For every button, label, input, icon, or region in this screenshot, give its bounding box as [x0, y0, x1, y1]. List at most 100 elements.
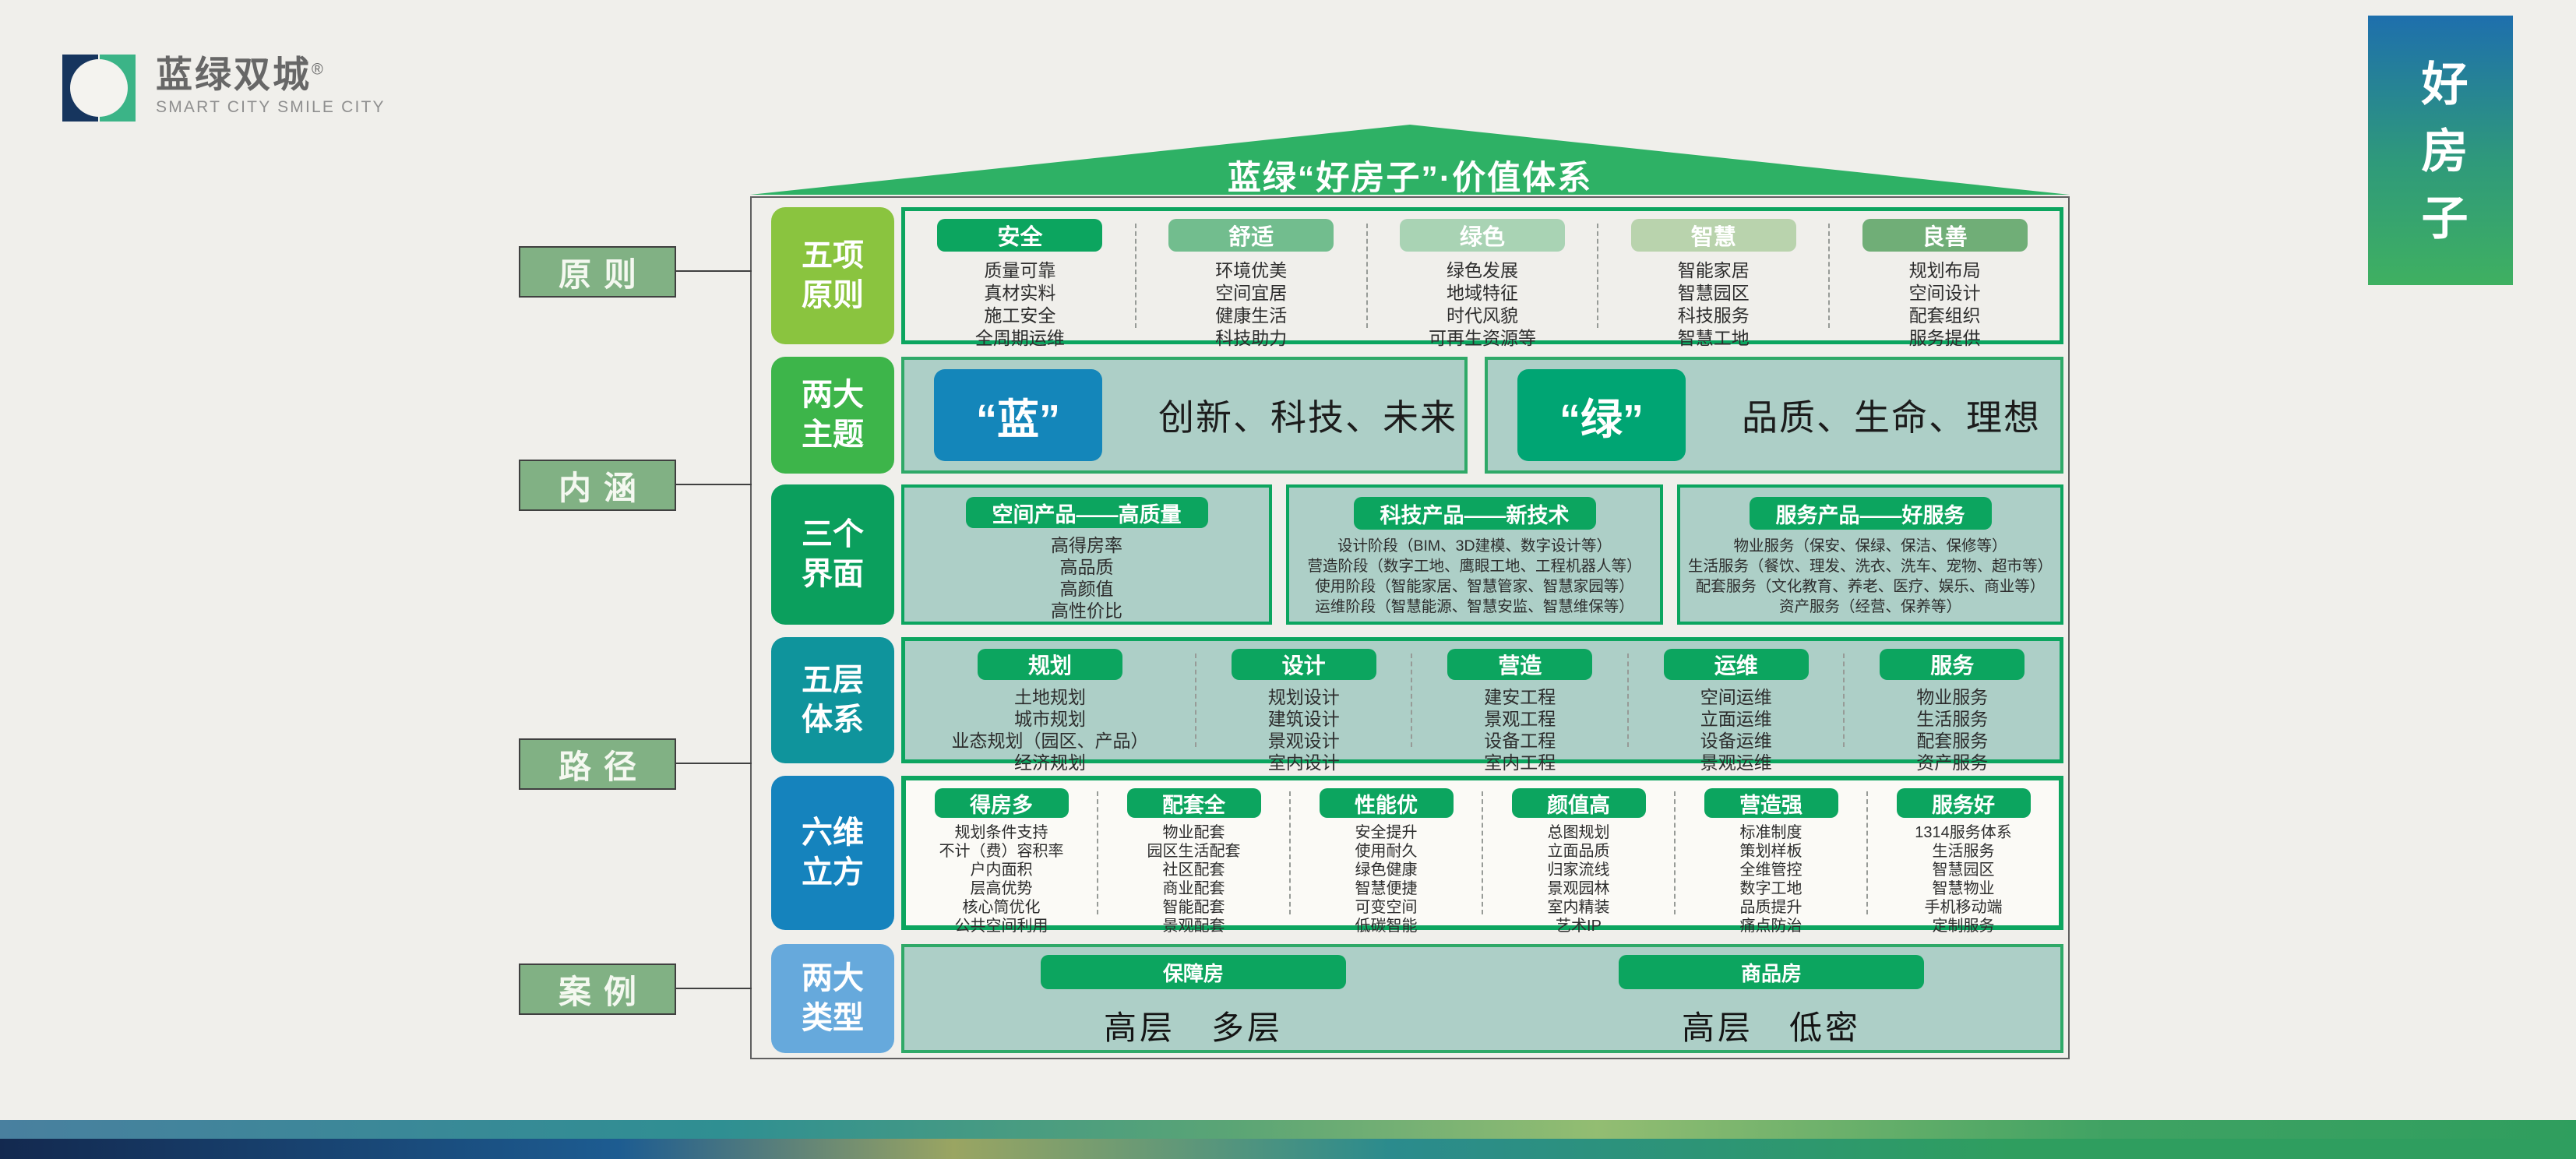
- type-pill: 保障房: [1041, 955, 1346, 989]
- cube-pill: 得房多: [934, 788, 1069, 818]
- cube-items: 规划条件支持 不计（费）容积率 户内面积 层高优势 核心筒优化 公共空间利用: [939, 824, 1064, 935]
- dashed-divider: [1843, 653, 1845, 747]
- principle-items: 规划布局 空间设计 配套组织 服务提供: [1908, 260, 1981, 348]
- interface-items: 高得房率 高品质 高颜值 高性价比: [1051, 535, 1122, 621]
- layer-pill: 营造: [1447, 649, 1593, 680]
- interface-items: 物业服务（保安、保绿、保洁、保修等） 生活服务（餐饮、理发、洗衣、洗车、宠物、超…: [1687, 537, 2053, 615]
- dashed-divider: [1828, 224, 1831, 328]
- principle-column: 安全 质量可靠 真材实料 施工安全 全周期运维: [905, 217, 1135, 348]
- logo-text: 蓝绿双城® SMART CITY SMILE CITY: [156, 55, 386, 117]
- cube-pill: 性能优: [1319, 788, 1454, 818]
- layer-column: 服务 物业服务 生活服务 配套服务 资产服务: [1845, 647, 2060, 773]
- bottom-gradient-bar-top: [0, 1120, 2576, 1139]
- type-half-commercial: 商品房 高层 低密: [1482, 947, 2060, 1050]
- cube-pill: 服务好: [1896, 788, 2031, 818]
- layer-pill: 规划: [977, 649, 1122, 680]
- dashed-divider: [1866, 791, 1868, 914]
- type-detail: 高层 低密: [1681, 1009, 1861, 1046]
- cube-items: 标准制度 策划样板 全维管控 数字工地 品质提升 痛点防治: [1739, 824, 1802, 935]
- layer-items: 物业服务 生活服务 配套服务 资产服务: [1916, 687, 1989, 773]
- dashed-divider: [1366, 224, 1368, 328]
- logo-subtitle: SMART CITY SMILE CITY: [156, 97, 386, 116]
- interface-items: 设计阶段（BIM、3D建模、数字设计等） 营造阶段（数字工地、鹰眼工地、工程机器…: [1307, 537, 1642, 615]
- cube-column: 配套全 物业配套 园区生活配套 社区配套 商业配套 智能配套 景观配套: [1098, 785, 1289, 935]
- dashed-divider: [1134, 224, 1136, 328]
- panel-theme-blue: “蓝” 创新、科技、未来: [901, 357, 1468, 474]
- layer-items: 空间运维 立面运维 设备运维 景观运维: [1700, 687, 1772, 773]
- principle-pill: 绿色: [1399, 219, 1565, 252]
- theme-text: 品质、生命、理想: [1742, 397, 2041, 438]
- layer-column: 设计 规划设计 建筑设计 景观设计 室内设计: [1196, 647, 1411, 773]
- panel-five-layers: 规划 土地规划 城市规划 业态规划（园区、产品） 经济规划 设计 规划设计 建筑…: [901, 637, 2063, 773]
- cube-pill: 营造强: [1704, 788, 1838, 818]
- bottom-gradient-bar-bottom: [0, 1139, 2576, 1159]
- interface-header: 服务产品——好服务: [1749, 497, 1992, 530]
- cube-items: 物业配套 园区生活配套 社区配套 商业配套 智能配套 景观配套: [1147, 824, 1241, 935]
- dashed-divider: [1597, 224, 1599, 328]
- panel-service-product: 服务产品——好服务 物业服务（保安、保绿、保洁、保修等） 生活服务（餐饮、理发、…: [1677, 484, 2063, 625]
- row-label-six-cube: 六维立方: [771, 776, 894, 930]
- type-detail: 高层 多层: [1103, 1009, 1283, 1046]
- dashed-divider: [1411, 653, 1413, 747]
- principle-column: 智慧 智能家居 智慧园区 科技服务 智慧工地: [1598, 217, 1828, 348]
- row-label-two-types: 两大类型: [771, 944, 894, 1053]
- company-logo: 蓝绿双城® SMART CITY SMILE CITY: [62, 55, 386, 122]
- cube-column: 颜值高 总图规划 立面品质 归家流线 景观园林 室内精装 艺术IP: [1483, 785, 1674, 935]
- cube-items: 1314服务体系 生活服务 智慧园区 智慧物业 手机移动端 定制服务: [1915, 824, 2012, 935]
- principle-pill: 智慧: [1630, 219, 1796, 252]
- row-label-five-layers: 五层体系: [771, 637, 894, 763]
- cube-column: 性能优 安全提升 使用耐久 绿色健康 智慧便捷 可变空间 低碳智能: [1291, 785, 1482, 935]
- layer-items: 建安工程 景观工程 设备工程 室内工程: [1484, 687, 1556, 773]
- logo-mark-icon: [62, 55, 136, 122]
- connector-line: [676, 763, 752, 764]
- theme-badge-blue: “蓝”: [934, 369, 1102, 461]
- interface-header: 空间产品——高质量: [965, 497, 1208, 528]
- principle-items: 智能家居 智慧园区 科技服务 智慧工地: [1677, 260, 1750, 348]
- connector-line: [676, 270, 752, 272]
- layer-pill: 运维: [1663, 649, 1809, 680]
- side-label-principle: 原则: [519, 246, 676, 298]
- connector-line: [676, 988, 752, 989]
- principle-pill: 良善: [1862, 219, 2028, 252]
- dashed-divider: [1097, 791, 1098, 914]
- logo-title: 蓝绿双城®: [156, 54, 326, 95]
- layer-items: 规划设计 建筑设计 景观设计 室内设计: [1267, 687, 1340, 773]
- panel-two-types: 保障房 高层 多层 商品房 高层 低密: [901, 944, 2063, 1053]
- principle-pill: 安全: [937, 219, 1103, 252]
- theme-text: 创新、科技、未来: [1158, 397, 1457, 438]
- side-label-case: 案例: [519, 963, 676, 1015]
- logo-circle: [70, 59, 128, 117]
- theme-badge-green: “绿”: [1517, 369, 1686, 461]
- connector-line: [676, 484, 752, 485]
- type-half-affordable: 保障房 高层 多层: [904, 947, 1482, 1050]
- dashed-divider: [1194, 653, 1196, 747]
- main-frame: [750, 196, 2070, 1059]
- panel-theme-green: “绿” 品质、生命、理想: [1485, 357, 2063, 474]
- interface-header: 科技产品——新技术: [1353, 497, 1596, 530]
- cube-column: 服务好 1314服务体系 生活服务 智慧园区 智慧物业 手机移动端 定制服务: [1868, 785, 2059, 935]
- dashed-divider: [1482, 791, 1483, 914]
- cube-items: 总图规划 立面品质 归家流线 景观园林 室内精装 艺术IP: [1547, 824, 1610, 935]
- cube-pill: 颜值高: [1511, 788, 1646, 818]
- layer-column: 规划 土地规划 城市规划 业态规划（园区、产品） 经济规划: [905, 647, 1195, 773]
- panel-space-product: 空间产品——高质量 高得房率 高品质 高颜值 高性价比: [901, 484, 1272, 625]
- panel-six-cube: 得房多 规划条件支持 不计（费）容积率 户内面积 层高优势 核心筒优化 公共空间…: [901, 776, 2063, 935]
- banner-text: 好房子: [2415, 59, 2467, 260]
- side-label-path: 路径: [519, 738, 676, 790]
- layer-column: 运维 空间运维 立面运维 设备运维 景观运维: [1629, 647, 1844, 773]
- layer-pill: 服务: [1880, 649, 2025, 680]
- dashed-divider: [1289, 791, 1291, 914]
- dashed-divider: [1674, 791, 1676, 914]
- panel-tech-product: 科技产品——新技术 设计阶段（BIM、3D建模、数字设计等） 营造阶段（数字工地…: [1286, 484, 1663, 625]
- good-house-banner: 好房子: [2368, 16, 2513, 285]
- cube-items: 安全提升 使用耐久 绿色健康 智慧便捷 可变空间 低碳智能: [1355, 824, 1418, 935]
- principle-items: 绿色发展 地域特征 时代风貌 可再生资源等: [1428, 260, 1536, 348]
- principle-items: 环境优美 空间宜居 健康生活 科技助力: [1215, 260, 1288, 348]
- principle-column: 舒适 环境优美 空间宜居 健康生活 科技助力: [1136, 217, 1366, 348]
- layer-items: 土地规划 城市规划 业态规划（园区、产品） 经济规划: [951, 687, 1149, 773]
- roof-title: 蓝绿“好房子”·价值体系: [1227, 160, 1593, 197]
- principle-pill: 舒适: [1168, 219, 1334, 252]
- row-label-three-interfaces: 三个界面: [771, 484, 894, 625]
- row-label-two-themes: 两大主题: [771, 357, 894, 474]
